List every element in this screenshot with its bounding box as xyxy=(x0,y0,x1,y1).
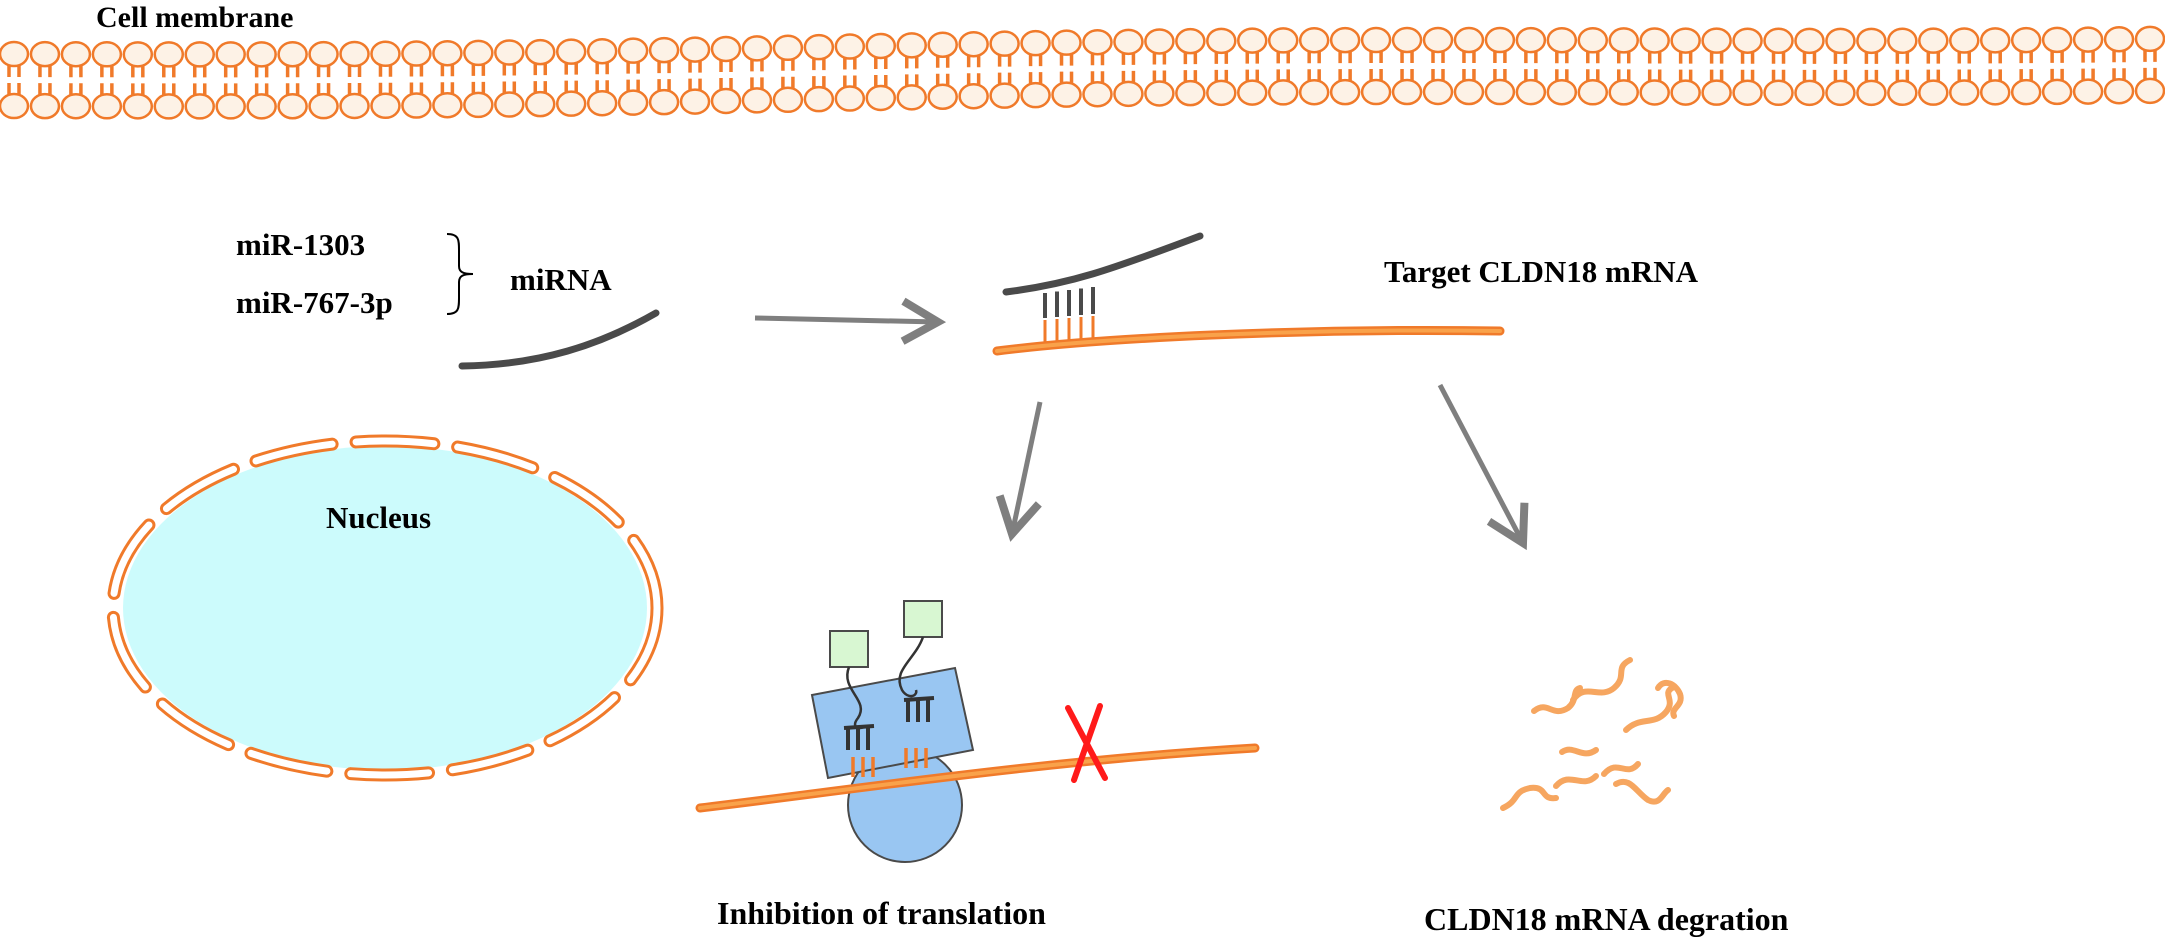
degradation-label: CLDN18 mRNA degration xyxy=(1424,901,1789,937)
mirna-bracket xyxy=(445,232,475,316)
codon-pairs xyxy=(851,748,928,777)
trna-molecules xyxy=(829,600,943,730)
arrow-to-target xyxy=(754,297,947,345)
nucleus xyxy=(106,434,664,782)
mirna-label: miRNA xyxy=(510,262,612,297)
trna-anticodons xyxy=(843,696,935,750)
target-mrna-label: Target CLDN18 mRNA xyxy=(1384,254,1698,289)
mir-1303-label: miR-1303 xyxy=(236,227,366,262)
arrow-to-inhibition xyxy=(995,401,1043,542)
target-mrna-complex xyxy=(992,232,1505,356)
ribosome xyxy=(810,666,975,863)
nucleus-label: Nucleus xyxy=(326,500,432,535)
inhibition-label: Inhibition of translation xyxy=(717,895,1046,931)
mir-767-3p-label: miR-767-3p xyxy=(236,285,393,320)
trna-box-right xyxy=(903,600,943,638)
trna-box-left xyxy=(829,630,869,668)
translating-mrna xyxy=(695,743,1260,813)
cell-membrane-label: Cell membrane xyxy=(96,1,294,34)
block-x-icon xyxy=(1065,703,1108,783)
base-pairs xyxy=(1043,287,1095,342)
lipid-bilayer xyxy=(0,25,2165,120)
free-mirna xyxy=(458,309,660,370)
arrow-to-degradation xyxy=(1437,383,1529,551)
mrna-fragments xyxy=(1500,657,1684,811)
ribosome-large-subunit xyxy=(810,666,975,780)
